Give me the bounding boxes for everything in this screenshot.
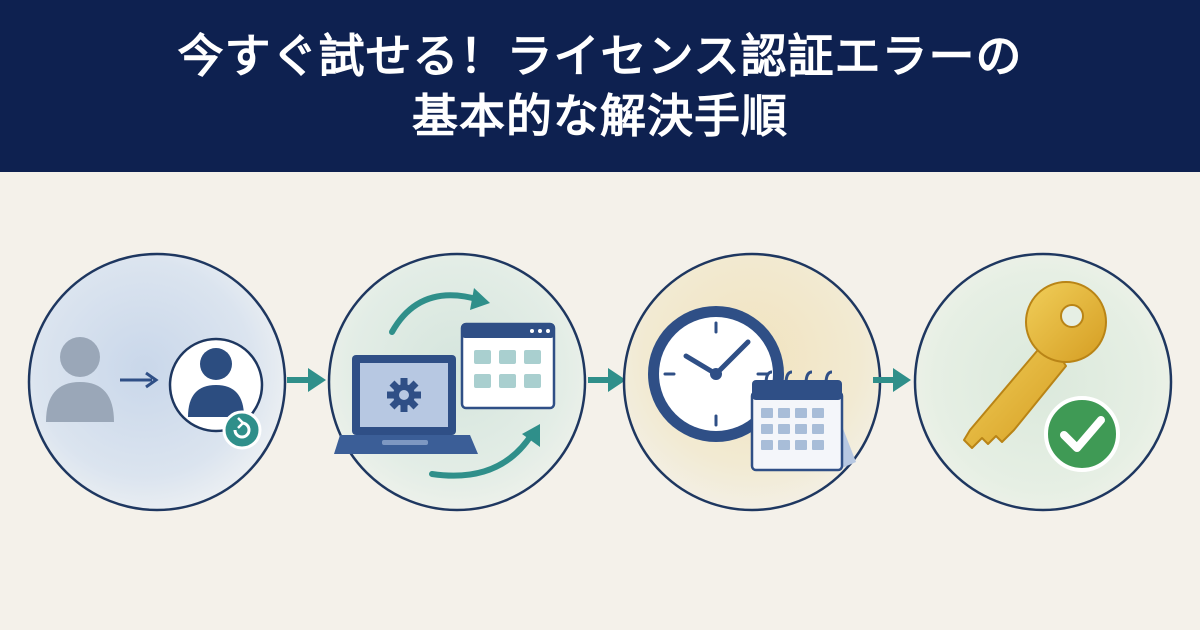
sync-arrow-bottom-icon	[429, 431, 535, 479]
step-1-circle	[27, 252, 287, 512]
gear-icon	[387, 378, 421, 412]
check-badge-icon	[1044, 396, 1120, 472]
flow-arrow-icon	[287, 368, 326, 392]
page-title-line-1: 今すぐ試せる！ライセンス認証エラーの	[177, 29, 1023, 83]
wait-time-icon	[648, 306, 856, 472]
step-4-license-key	[913, 252, 1173, 512]
switch-account-icon	[46, 337, 264, 450]
old-user-icon	[60, 337, 100, 377]
clock-icon	[648, 306, 784, 442]
step-1-switch-account	[27, 252, 287, 512]
flow-arrow-icon	[588, 368, 626, 392]
calendar-icon	[750, 370, 856, 472]
step-2-sync-settings	[327, 252, 587, 512]
header-banner: 今すぐ試せる！ライセンス認証エラーの 基本的な解決手順	[0, 0, 1200, 172]
license-key-icon	[963, 281, 1120, 472]
sync-arrow-top-icon	[389, 292, 483, 335]
page-title-line-2: 基本的な解決手順	[412, 89, 788, 143]
refresh-icon	[222, 410, 262, 450]
sync-settings-icon	[334, 288, 556, 479]
flow-arrow-icon	[873, 368, 911, 392]
step-3-wait-time	[622, 252, 882, 512]
key-icon	[963, 281, 1107, 449]
steps-flow	[0, 172, 1200, 630]
